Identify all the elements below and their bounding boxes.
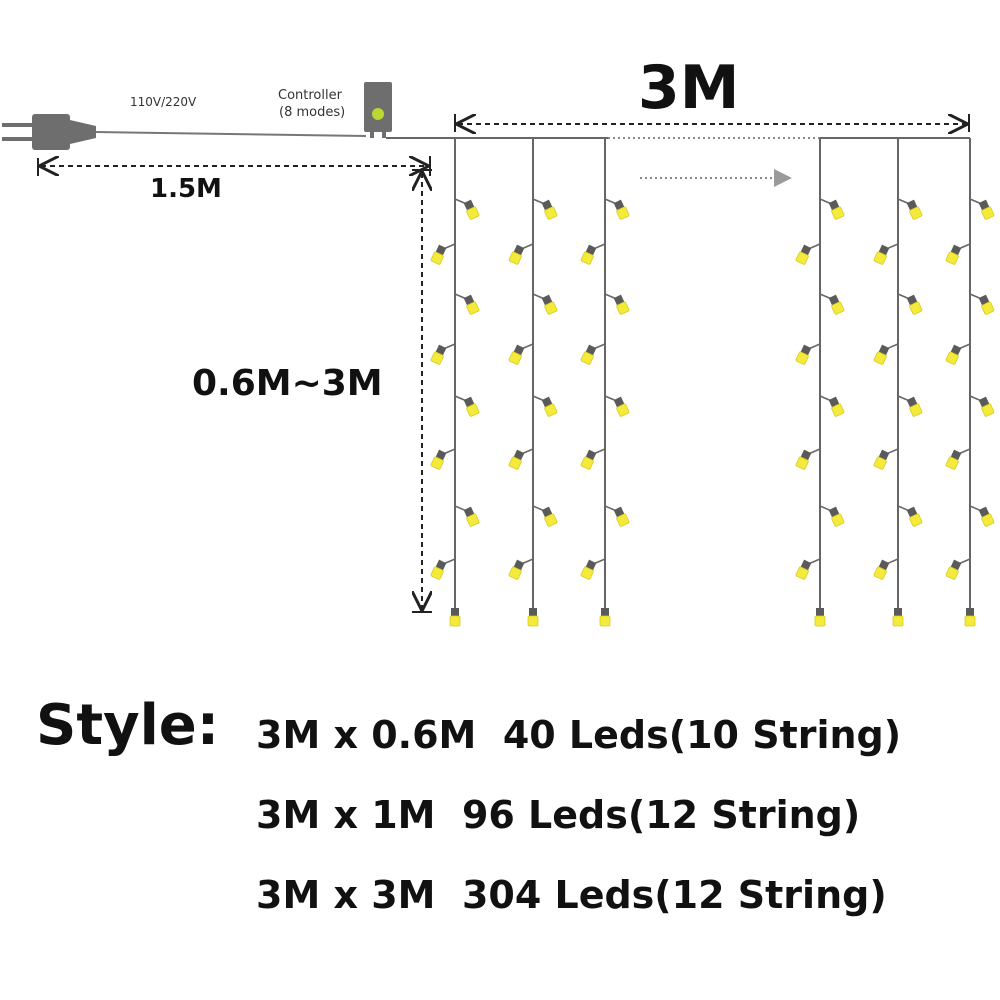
led-bulb — [897, 198, 923, 220]
led-bulb — [454, 505, 480, 527]
led-bulb — [604, 505, 630, 527]
controller-button — [372, 108, 384, 120]
led-bulb — [819, 293, 845, 315]
controller-modes-label: (8 modes) — [279, 105, 346, 120]
plug-icon — [2, 114, 96, 150]
led-bulb — [873, 558, 899, 580]
led-bulb-end — [599, 608, 611, 627]
diagram-drawing — [2, 82, 995, 627]
led-bulb-end — [814, 608, 826, 627]
led-bulb — [508, 448, 534, 470]
led-bulb — [532, 395, 558, 417]
led-bulb — [969, 293, 995, 315]
led-bulb — [795, 243, 821, 265]
led-bulb — [580, 448, 606, 470]
height-dimension — [412, 169, 432, 613]
led-bulb-end — [892, 608, 904, 627]
led-bulb — [604, 395, 630, 417]
led-bulb — [819, 505, 845, 527]
led-bulb — [873, 343, 899, 365]
height-range-label: 0.6M~3M — [192, 363, 383, 404]
led-bulb — [969, 505, 995, 527]
led-bulb — [945, 243, 971, 265]
style-option-1: 3M x 0.6M 40 Leds(10 String) — [256, 713, 902, 757]
led-bulb-end — [449, 608, 461, 627]
led-bulb — [532, 293, 558, 315]
led-bulb — [795, 558, 821, 580]
led-bulb — [580, 558, 606, 580]
led-bulb — [454, 395, 480, 417]
led-bulb — [508, 243, 534, 265]
led-bulb — [873, 243, 899, 265]
led-bulb — [819, 395, 845, 417]
style-heading: Style: — [36, 693, 220, 758]
led-bulb-end — [964, 608, 976, 627]
curtain-light-diagram: 3M 1.5M 0.6M~3M 110V/220V Controller (8 … — [2, 53, 995, 627]
controller-box — [364, 82, 392, 138]
voltage-label: 110V/220V — [130, 95, 197, 109]
led-bulb — [430, 448, 456, 470]
led-bulb — [532, 505, 558, 527]
lead-length-label: 1.5M — [150, 174, 222, 204]
led-bulb — [969, 198, 995, 220]
led-bulb — [873, 448, 899, 470]
lead-dimension — [37, 156, 431, 176]
led-bulb — [945, 448, 971, 470]
led-bulb — [945, 558, 971, 580]
width-dimension — [454, 114, 970, 132]
led-bulb-end — [527, 608, 539, 627]
led-bulb — [945, 343, 971, 365]
led-bulb — [897, 395, 923, 417]
continuation-arrow — [640, 169, 792, 187]
style-option-2: 3M x 1M 96 Leds(12 String) — [256, 793, 861, 837]
led-bulb — [454, 198, 480, 220]
style-option-3: 3M x 3M 304 Leds(12 String) — [256, 873, 887, 917]
led-bulb — [508, 343, 534, 365]
led-bulb — [430, 343, 456, 365]
width-label: 3M — [638, 53, 740, 123]
led-bulb — [532, 198, 558, 220]
led-bulb — [795, 343, 821, 365]
led-bulb — [897, 505, 923, 527]
led-bulb — [604, 198, 630, 220]
led-bulb — [580, 343, 606, 365]
led-bulb — [430, 243, 456, 265]
light-strings — [430, 138, 995, 627]
power-cord — [95, 131, 367, 137]
led-bulb — [604, 293, 630, 315]
led-bulb — [430, 558, 456, 580]
led-bulb — [795, 448, 821, 470]
led-bulb — [969, 395, 995, 417]
led-bulb — [454, 293, 480, 315]
led-bulb — [508, 558, 534, 580]
style-specs: Style: 3M x 0.6M 40 Leds(10 String) 3M x… — [0, 690, 1000, 970]
led-bulb — [897, 293, 923, 315]
led-bulb — [819, 198, 845, 220]
led-bulb — [580, 243, 606, 265]
controller-label: Controller — [278, 88, 342, 103]
